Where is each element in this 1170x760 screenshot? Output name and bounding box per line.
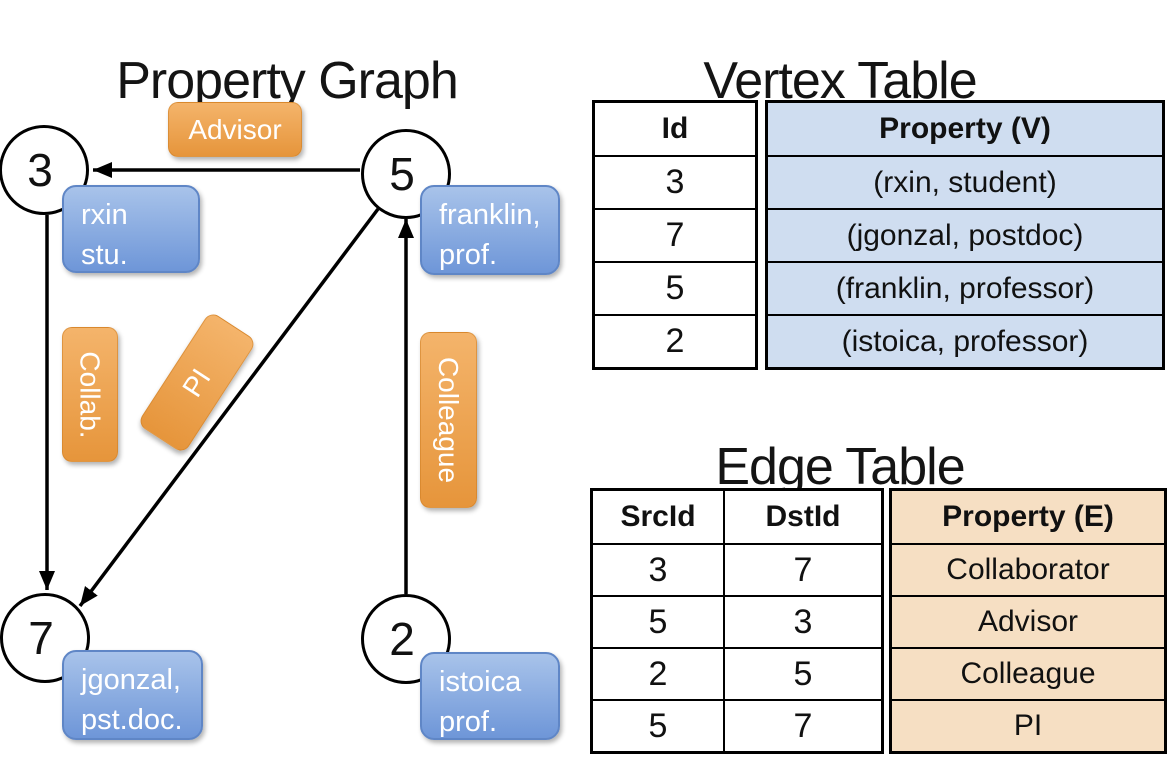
node-5-id: 5 [389,148,415,200]
edge-label-collab-text: Collab. [75,350,107,439]
vertex-property-callout-3: rxin stu. [62,185,200,273]
edge-row-property: Advisor [892,595,1164,647]
graph-node-2: 2 [361,594,451,684]
vertex-5-name: franklin, [439,199,541,231]
edge-row-dstid: 3 [793,602,813,641]
edge-table: SrcId DstId 3 7 5 3 2 5 5 7 Property (E)… [590,488,1167,754]
vertex-2-role: prof. [439,706,498,738]
edge-row-dstid: 7 [793,706,813,745]
edge-row-ids: 2 5 [593,647,881,699]
vertex-table-id-header: Id [661,112,689,145]
vertex-row-property: (rxin, student) [768,155,1162,208]
edge-row-srcid: 5 [593,597,725,647]
vertex-row-property: (franklin, professor) [768,261,1162,314]
edge-row-srcid: 2 [593,649,725,699]
edge-label-pi-text: PI [176,362,217,402]
vertex-table-id-column: Id 3 7 5 2 [592,100,758,370]
graph-node-5: 5 [361,129,451,219]
edge-row-dstid: 7 [793,550,813,589]
edge-row-srcid: 3 [593,545,725,595]
edge-label-advisor: Advisor [168,102,302,157]
edge-table-property-header: Property (E) [942,500,1114,533]
edge-table-title: Edge Table [715,437,965,496]
edge-row-ids: 5 3 [593,595,881,647]
edge-label-collab: Collab. [62,327,118,462]
edge-row-ids: 5 7 [593,699,881,751]
node-2-id: 2 [389,613,415,665]
graph-edges-svg [39,162,414,608]
vertex-row-property: (istoica, professor) [768,314,1162,367]
edge-row-ids: 3 7 [593,543,881,595]
vertex-5-role: prof. [439,239,498,271]
edge-label-colleague-text: Colleague [433,356,465,484]
edge-label-colleague: Colleague [420,332,477,508]
property-graph-title: Property Graph [116,51,459,110]
vertex-7-name: jgonzal, [81,664,181,696]
edge-table-property-column: Property (E) Collaborator Advisor Collea… [889,488,1167,754]
vertex-row-id: 2 [595,314,755,367]
vertex-property-callout-2: istoica prof. [420,652,560,740]
edge-row-property: Colleague [892,647,1164,699]
vertex-row-property: (jgonzal, postdoc) [768,208,1162,261]
vertex-3-role: stu. [81,239,128,271]
vertex-3-name: rxin [81,199,128,231]
node-3-id: 3 [27,144,53,196]
vertex-property-callout-5: franklin, prof. [420,185,560,275]
vertex-row-id: 5 [595,261,755,314]
edge-table-srcid-header: SrcId [593,491,725,543]
edge-5-to-7-pi [78,207,380,608]
vertex-row-id: 7 [595,208,755,261]
edge-label-advisor-text: Advisor [188,113,282,145]
vertex-table-property-header: Property (V) [879,112,1051,145]
edge-row-dstid: 5 [793,654,813,693]
edge-row-srcid: 5 [593,701,725,751]
vertex-property-callout-7: jgonzal, pst.doc. [62,650,203,740]
edge-row-property: PI [892,699,1164,751]
vertex-table: Id 3 7 5 2 Property (V) (rxin, student) … [592,100,1165,370]
vertex-row-id: 3 [595,155,755,208]
vertex-table-property-column: Property (V) (rxin, student) (jgonzal, p… [765,100,1165,370]
edge-row-property: Collaborator [892,543,1164,595]
edge-table-dstid-header: DstId [765,500,841,533]
vertex-2-name: istoica [439,666,522,698]
edge-table-src-dst-columns: SrcId DstId 3 7 5 3 2 5 5 7 [590,488,884,754]
edge-table-header-row: SrcId DstId [593,491,881,543]
node-7-id: 7 [28,612,54,664]
vertex-7-role: pst.doc. [81,704,183,736]
